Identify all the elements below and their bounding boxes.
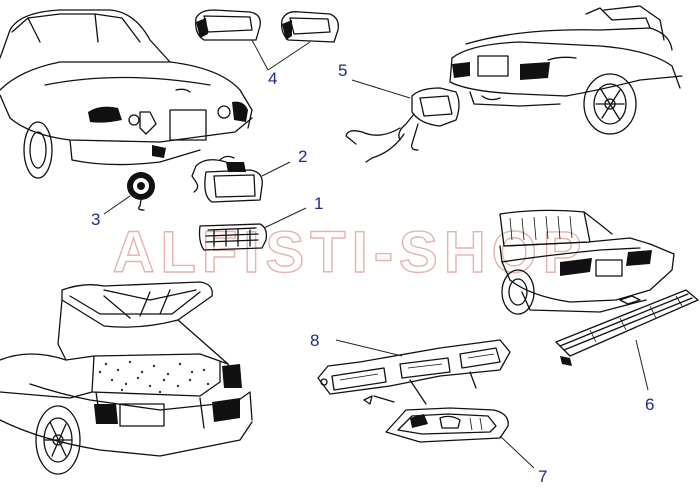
part-2-plate-lamp [191, 155, 291, 203]
part-6-rear-light-strip [555, 289, 699, 391]
part-5-boot-lamp [345, 79, 460, 163]
watermark: ALFISTI-SHOP [113, 220, 588, 285]
trunk-floor-texture [98, 360, 210, 394]
part-8-lamp-cluster [317, 339, 511, 405]
car-spider-convertible [449, 5, 683, 135]
callout-1: 1 [314, 194, 323, 213]
callout-4: 4 [268, 69, 277, 88]
part-4-reverse-lights [195, 9, 339, 71]
callout-7: 7 [538, 467, 547, 486]
callout-2: 2 [298, 147, 307, 166]
callout-3: 3 [91, 210, 100, 229]
part-3-round-marker-lamp [103, 172, 155, 215]
part-7-corner-lamp [385, 407, 535, 469]
car-open-trunk [0, 281, 253, 475]
callout-6: 6 [645, 395, 654, 414]
callout-5: 5 [338, 61, 347, 80]
part-1-reflector-lens [198, 207, 307, 251]
car-rear-right [499, 209, 675, 315]
car-rear-view-top-left [0, 9, 253, 179]
callout-8: 8 [310, 331, 319, 350]
